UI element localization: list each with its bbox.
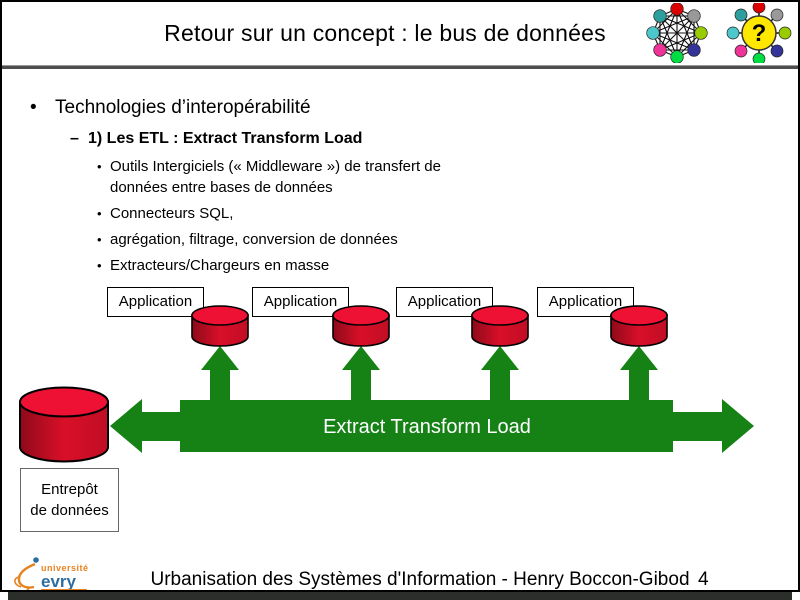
- database-cylinder-4: [610, 305, 668, 347]
- list-item: • Connecteurs SQL,: [97, 203, 497, 224]
- up-arrow-3: [481, 346, 519, 402]
- question-circle: [741, 15, 777, 51]
- warehouse-label-box: Entrepôt de données: [20, 468, 119, 532]
- page-number: 4: [698, 569, 709, 590]
- bus-label: Extract Transform Load: [323, 416, 531, 438]
- logo-swirl-icon: [14, 557, 39, 594]
- bullet-marker: •: [97, 206, 102, 221]
- database-cylinder-2: [332, 305, 390, 347]
- application-box-3: Application: [396, 287, 493, 317]
- etl-bus-arrow: [110, 399, 754, 453]
- bullet-marker: •: [30, 97, 37, 118]
- application-box-4: Application: [537, 287, 634, 317]
- bus-left-arrowhead-icon: [110, 399, 142, 453]
- corner-icons: ?: [646, 3, 792, 63]
- list-item: • agrégation, filtrage, conversion de do…: [97, 229, 497, 250]
- database-cylinder-1: [191, 305, 249, 347]
- bus-right-arrowhead-icon: [722, 399, 754, 453]
- list-item: • Outils Intergiciels (« Middleware ») d…: [97, 156, 497, 198]
- warehouse-label-line2: de données: [30, 502, 109, 519]
- bullet-level3-text: Extracteurs/Chargeurs en masse: [110, 257, 330, 274]
- application-box-2: Application: [252, 287, 349, 317]
- title-divider: [0, 65, 800, 69]
- bus-arrows-group: [110, 346, 754, 453]
- bullet-marker: •: [97, 159, 102, 174]
- bullet-marker: •: [97, 258, 102, 273]
- etl-bus-diagram: Extract Transform Load: [19, 305, 754, 463]
- up-arrow-2: [342, 346, 380, 402]
- bullet-level3-list: • Outils Intergiciels (« Middleware ») d…: [97, 156, 497, 281]
- bullet-level3-text: Connecteurs SQL,: [110, 205, 234, 222]
- dash-marker: –: [70, 130, 79, 147]
- logo-text-evry: evry: [41, 572, 77, 591]
- application-box-1: Application: [107, 287, 204, 317]
- bullet-level3-text: agrégation, filtrage, conversion de donn…: [110, 231, 398, 248]
- university-evry-logo: université evry: [14, 557, 89, 594]
- bullet-level1-text: Technologies d’interopérabilité: [55, 97, 311, 118]
- bullet-level2-text: 1) Les ETL : Extract Transform Load: [88, 130, 363, 147]
- bullet-level2: – 1) Les ETL : Extract Transform Load: [70, 130, 362, 148]
- question-mark: ?: [752, 20, 767, 47]
- warehouse-cylinder: [19, 386, 109, 463]
- question-network-icon: ?: [726, 3, 792, 63]
- bullet-marker: •: [97, 232, 102, 247]
- bullet-level3-text: Outils Intergiciels (« Middleware ») de …: [110, 158, 441, 196]
- bottom-bar: [8, 592, 792, 600]
- up-arrow-1: [201, 346, 239, 402]
- bullet-level1: • Technologies d’interopérabilité: [30, 97, 311, 119]
- footer-text: Urbanisation des Systèmes d'Information …: [150, 569, 690, 590]
- logo-text-universite: université: [41, 563, 89, 573]
- warehouse-label-line1: Entrepôt: [41, 481, 98, 498]
- mesh-network-icon: [646, 3, 708, 63]
- up-arrow-4: [620, 346, 658, 402]
- database-cylinder-3: [471, 305, 529, 347]
- list-item: • Extracteurs/Chargeurs en masse: [97, 255, 497, 276]
- page-title: Retour sur un concept : le bus de donnée…: [164, 20, 606, 46]
